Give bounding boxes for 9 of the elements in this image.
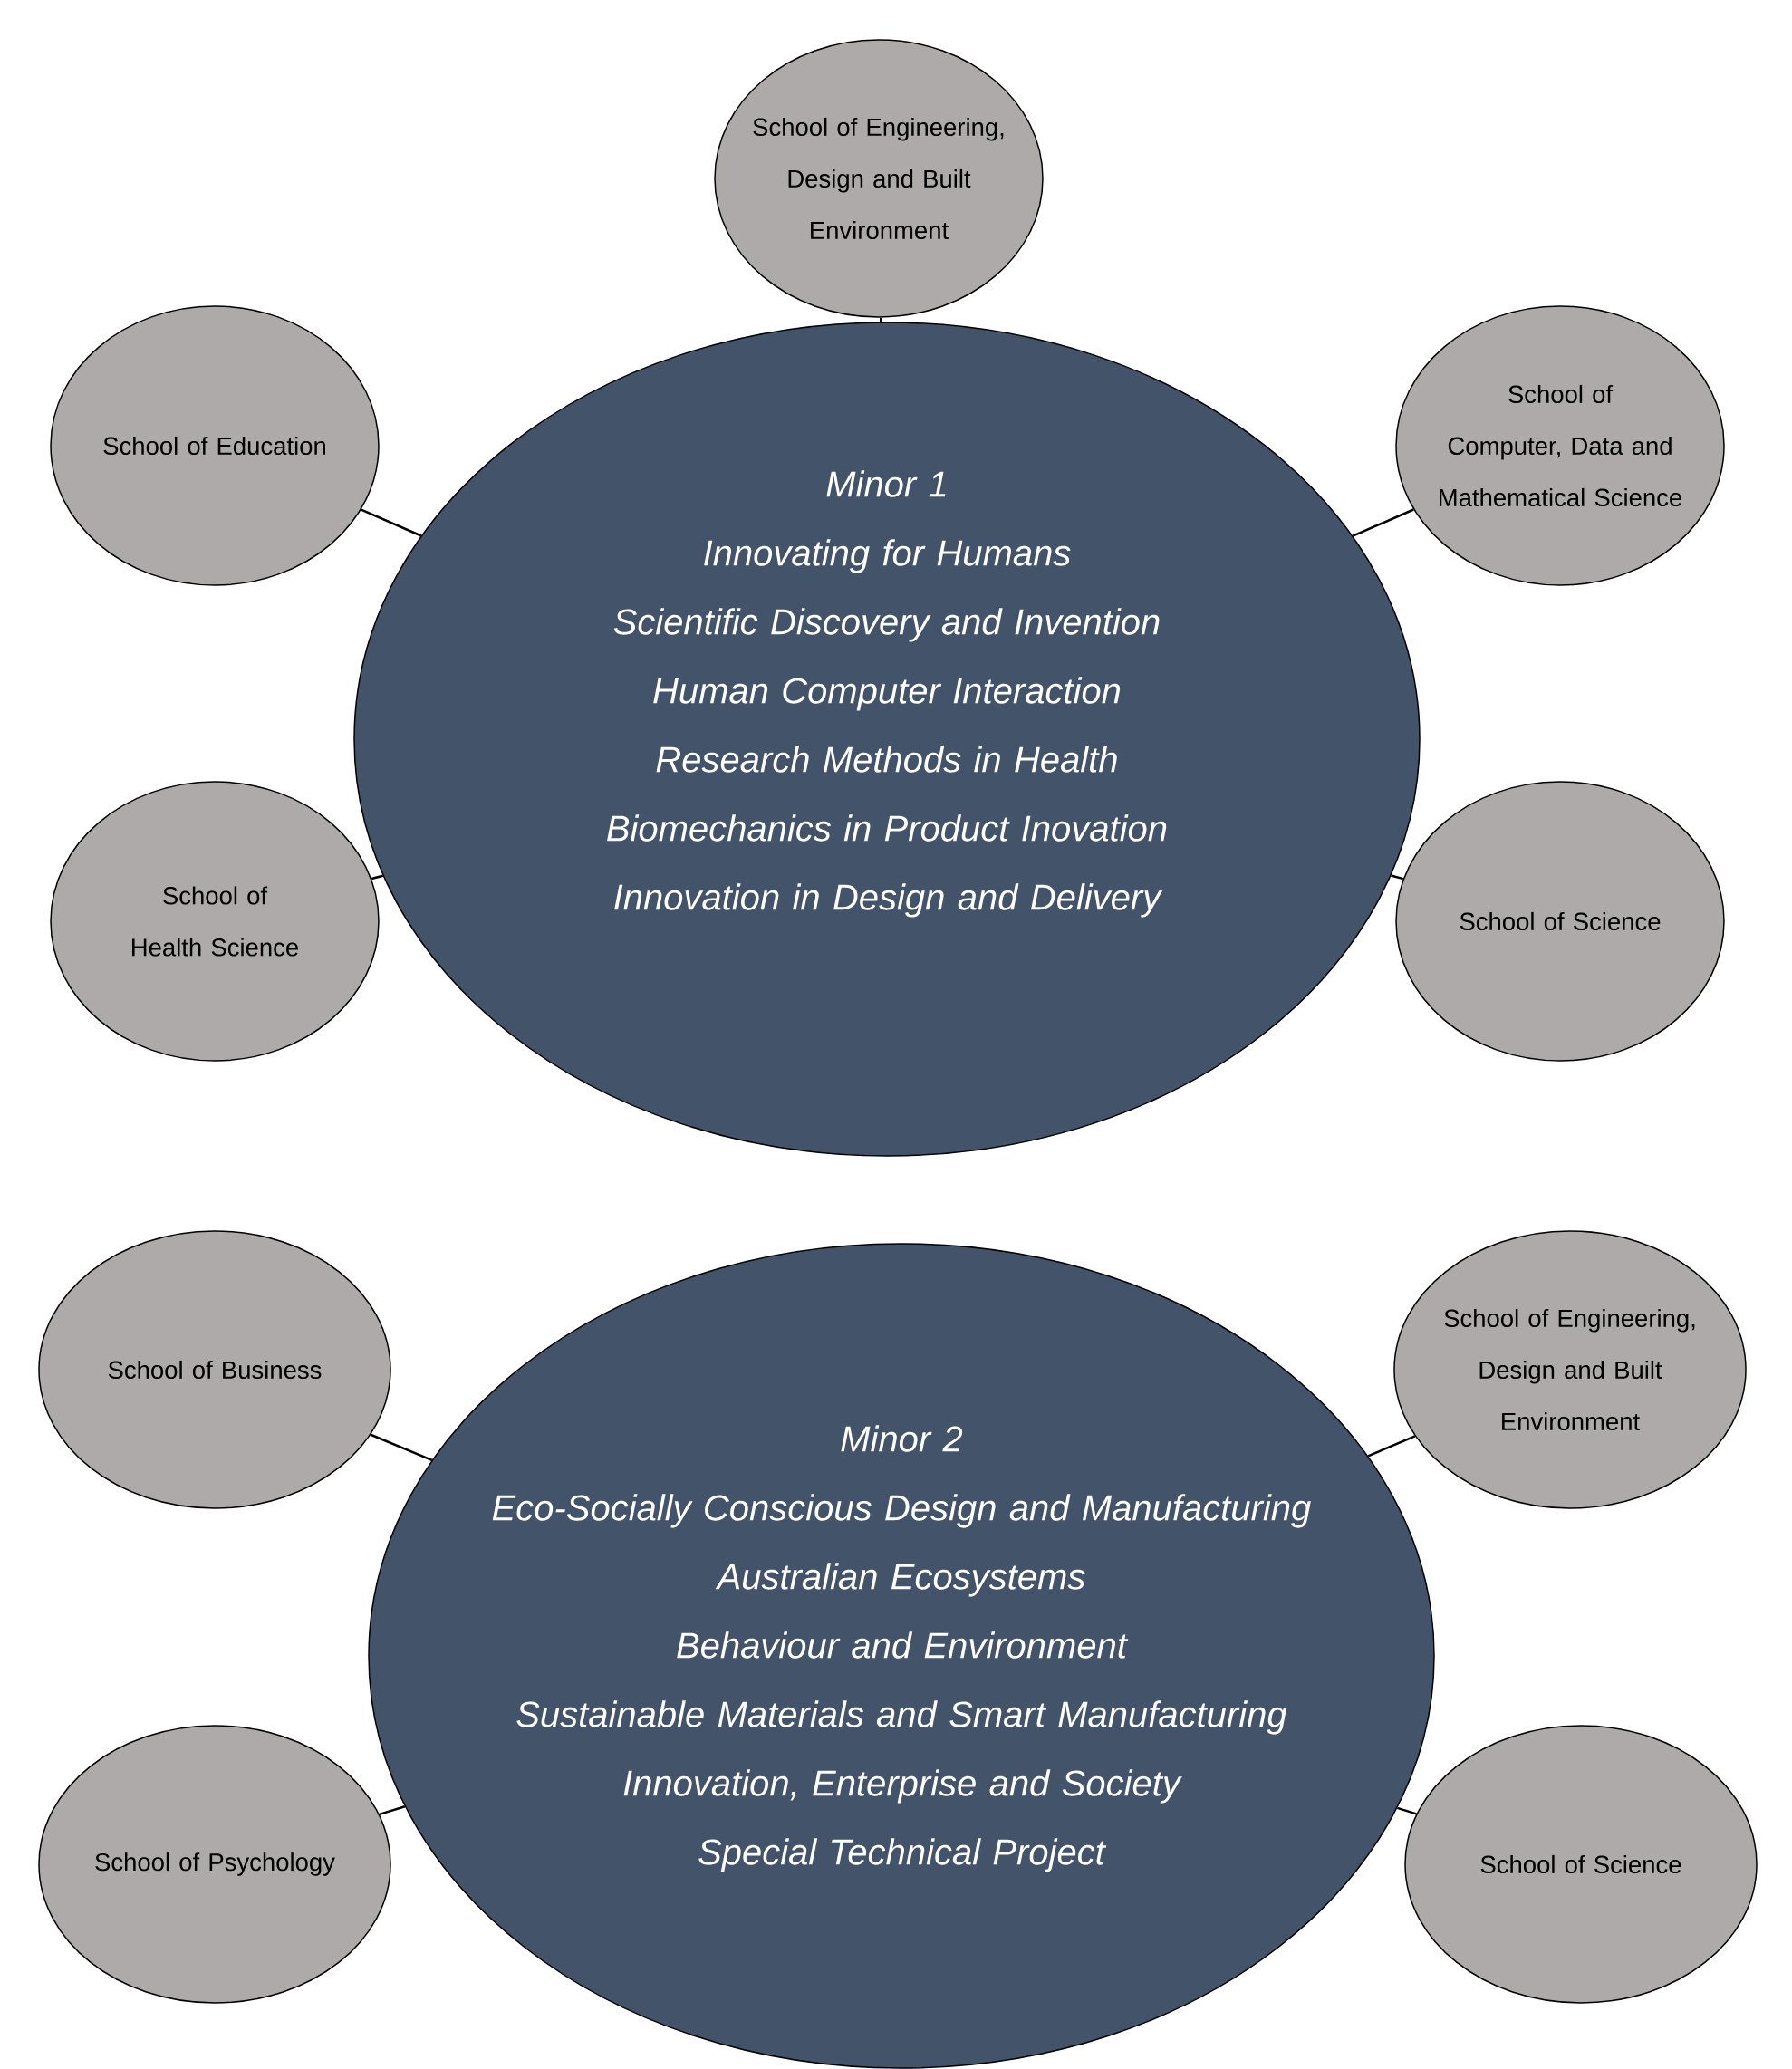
connector-line (371, 874, 383, 881)
connector-line (361, 508, 422, 537)
connector-line (880, 317, 882, 322)
connector-line (379, 1805, 406, 1816)
connector-line (1367, 1435, 1416, 1458)
connector-line (1352, 508, 1414, 537)
connector-line (1396, 1806, 1417, 1815)
connector-line (1391, 874, 1404, 881)
connector-line (370, 1433, 433, 1462)
